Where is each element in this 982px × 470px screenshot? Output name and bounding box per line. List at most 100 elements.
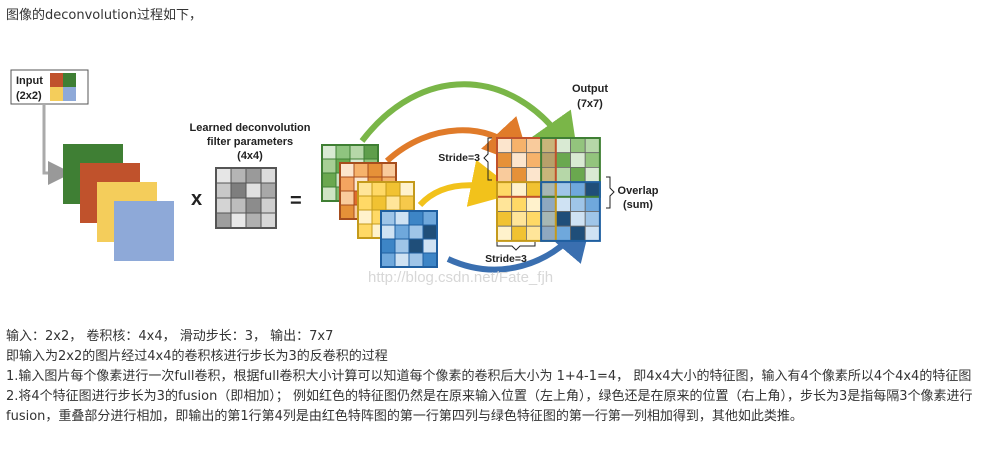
output-cell [540, 137, 557, 154]
input-box: Input (2x2) [10, 69, 89, 105]
overlap-label: Overlap [618, 185, 659, 197]
output-cell [526, 211, 542, 227]
filter-cell [215, 212, 232, 229]
blue-cell [408, 210, 424, 226]
output-cell [511, 225, 527, 242]
filter-cell [230, 182, 247, 199]
output-cell [496, 181, 513, 198]
input-size-label: (2x2) [16, 90, 42, 102]
line-1: 输入：2x2， 卷积核：4x4， 滑动步长：3， 输出：7x7 [6, 329, 334, 344]
green-cell [321, 158, 337, 174]
green-cell [335, 144, 351, 160]
filter-cell [215, 197, 232, 214]
output-cell [540, 181, 557, 198]
output-cell [496, 152, 513, 168]
output-cell [555, 225, 571, 242]
output-cell [570, 167, 586, 183]
filter-label: Learned deconvolution filter parameters … [189, 122, 310, 162]
yellow-cell [385, 181, 401, 197]
output-cell [584, 167, 601, 183]
output-cell [555, 167, 571, 183]
overlap-brace [606, 176, 615, 209]
output-cell [540, 211, 557, 227]
deconvolution-figure: Input (2x2) x Learned deconvolution filt… [10, 69, 659, 286]
output-cell [570, 137, 586, 154]
orange-cell [339, 204, 355, 220]
stride-brace-left [483, 137, 492, 181]
output-cell [584, 181, 601, 198]
multiply-sign: x [191, 188, 202, 210]
input-channel-stack [63, 144, 174, 261]
filter-cell [230, 197, 247, 214]
stride-brace-bottom [496, 242, 536, 251]
filter-cell [245, 167, 262, 184]
yellow-cell [385, 195, 401, 211]
stride-bottom-label: Stride=3 [485, 253, 527, 265]
output-cell [511, 211, 527, 227]
blue-cell [380, 210, 396, 226]
yellow-arrow [417, 159, 519, 208]
output-cell [584, 211, 601, 227]
output-cell [584, 137, 601, 154]
output-grid [496, 137, 601, 242]
watermark: http://blog.csdn.net/Fate_fjh [368, 269, 553, 286]
filter-cell [230, 167, 247, 184]
output-cell [555, 181, 571, 198]
stride-left-label: Stride=3 [438, 152, 480, 164]
output-cell [526, 196, 542, 212]
input-pixel-yellow [50, 87, 63, 101]
output-cell [511, 167, 527, 183]
filter-grid [215, 167, 277, 229]
filter-cell [215, 167, 232, 184]
filter-cell [260, 197, 277, 214]
input-label: Input [16, 75, 43, 87]
output-cell [584, 225, 601, 242]
filter-cell [245, 197, 262, 214]
output-cell [496, 196, 513, 212]
yellow-cell [357, 209, 373, 225]
output-cell [540, 196, 557, 212]
feature-map-blue [380, 210, 438, 268]
blue-cell [394, 238, 410, 254]
output-cell [555, 196, 571, 212]
output-cell [570, 152, 586, 168]
green-cell [349, 144, 365, 160]
output-label: Output [572, 83, 608, 95]
filter-cell [215, 182, 232, 199]
connector-arrow [42, 105, 72, 185]
output-cell [496, 137, 513, 154]
output-cell [570, 196, 586, 212]
green-cell [363, 144, 379, 160]
blue-cell [380, 224, 396, 240]
orange-cell [367, 162, 383, 178]
blue-cell [394, 210, 410, 226]
output-cell [496, 211, 513, 227]
blue-cell [422, 252, 438, 268]
output-cell [555, 137, 571, 154]
output-cell [496, 225, 513, 242]
orange-cell [381, 162, 397, 178]
output-cell [570, 211, 586, 227]
yellow-cell [371, 195, 387, 211]
filter-cell [230, 212, 247, 229]
blue-cell [408, 252, 424, 268]
green-cell [321, 144, 337, 160]
orange-cell [339, 176, 355, 192]
yellow-cell [399, 181, 415, 197]
overlap-sub-label: (sum) [623, 199, 653, 211]
yellow-cell [371, 181, 387, 197]
line-2: 即输入为2x2的图片经过4x4的卷积核进行步长为3的反卷积的过程 [6, 349, 388, 364]
green-arrow [359, 81, 579, 163]
input-pixel-orange [50, 73, 63, 87]
equals-sign: = [290, 190, 302, 212]
blue-cell [380, 238, 396, 254]
orange-cell [339, 162, 355, 178]
output-cell [584, 152, 601, 168]
input-pixel-blue [63, 87, 76, 101]
output-cell [526, 137, 542, 154]
output-cell [570, 181, 586, 198]
filter-cell [260, 212, 277, 229]
output-cell [526, 225, 542, 242]
orange-cell [339, 190, 355, 206]
svg-text:filter parameters: filter parameters [207, 136, 293, 148]
